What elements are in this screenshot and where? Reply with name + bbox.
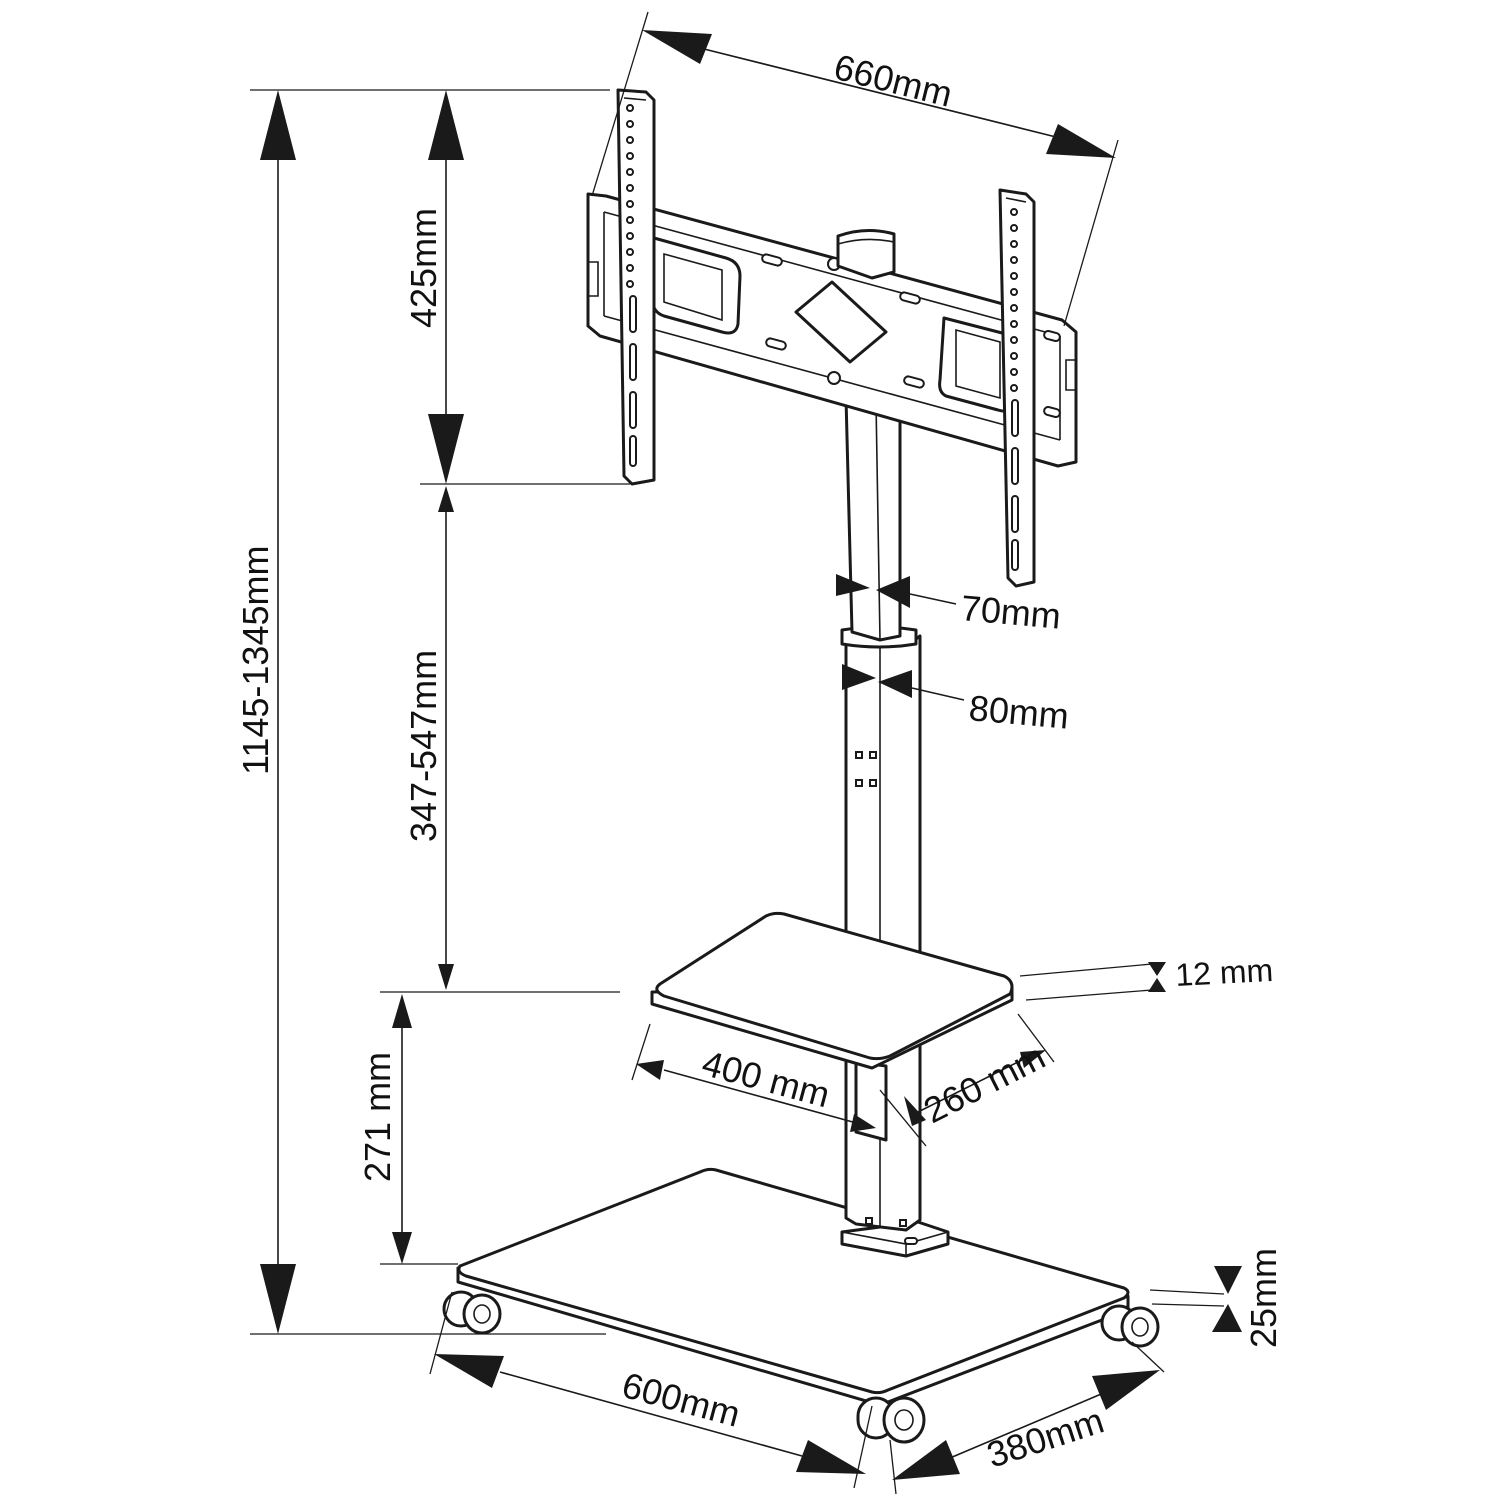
caster-right bbox=[1100, 1304, 1160, 1348]
label-lower-pole-width: 80mm bbox=[967, 687, 1070, 737]
dim-pole-adjust bbox=[380, 486, 620, 993]
dim-shelf-to-base bbox=[380, 994, 458, 1265]
label-base-width: 600mm bbox=[618, 1364, 745, 1435]
base-plate bbox=[456, 1167, 1130, 1407]
caster-front bbox=[856, 1396, 926, 1444]
label-shelf-to-base: 271 mm bbox=[357, 1052, 398, 1182]
dim-bracket-height bbox=[420, 90, 630, 485]
dim-total-height bbox=[250, 89, 610, 1335]
label-shelf-width: 400 mm bbox=[698, 1042, 834, 1115]
dim-upper-pole-width bbox=[836, 574, 957, 608]
label-pole-adjust: 347-547mm bbox=[403, 650, 444, 842]
label-total-height: 1145-1345mm bbox=[235, 546, 276, 775]
caster-left bbox=[442, 1290, 502, 1335]
label-shelf-depth: 260 mm bbox=[917, 1036, 1051, 1132]
dim-base-width bbox=[429, 1291, 873, 1489]
tv-bracket-plate bbox=[586, 192, 1078, 468]
label-base-depth: 380mm bbox=[982, 1400, 1109, 1476]
dim-base-depth bbox=[889, 1341, 1165, 1495]
label-bracket-height: 425mm bbox=[403, 208, 444, 328]
left-vertical-rail bbox=[616, 88, 656, 486]
dim-shelf-depth bbox=[879, 1013, 1055, 1147]
dim-shelf-width bbox=[631, 1023, 876, 1132]
pole-top-cap bbox=[836, 229, 896, 280]
dim-bracket-width bbox=[591, 11, 1119, 327]
label-upper-pole-width: 70mm bbox=[959, 587, 1062, 637]
right-vertical-rail bbox=[998, 188, 1036, 588]
label-shelf-thickness: 12 mm bbox=[1174, 952, 1274, 993]
dim-lower-pole-width bbox=[842, 664, 965, 701]
lower-pole bbox=[844, 634, 922, 1232]
upper-pole bbox=[844, 396, 902, 642]
dim-base-thickness bbox=[1149, 1266, 1242, 1332]
label-bracket-width: 660mm bbox=[830, 46, 956, 115]
dim-shelf-thickness bbox=[1019, 962, 1166, 1001]
label-base-thickness: 25mm bbox=[1243, 1248, 1284, 1348]
